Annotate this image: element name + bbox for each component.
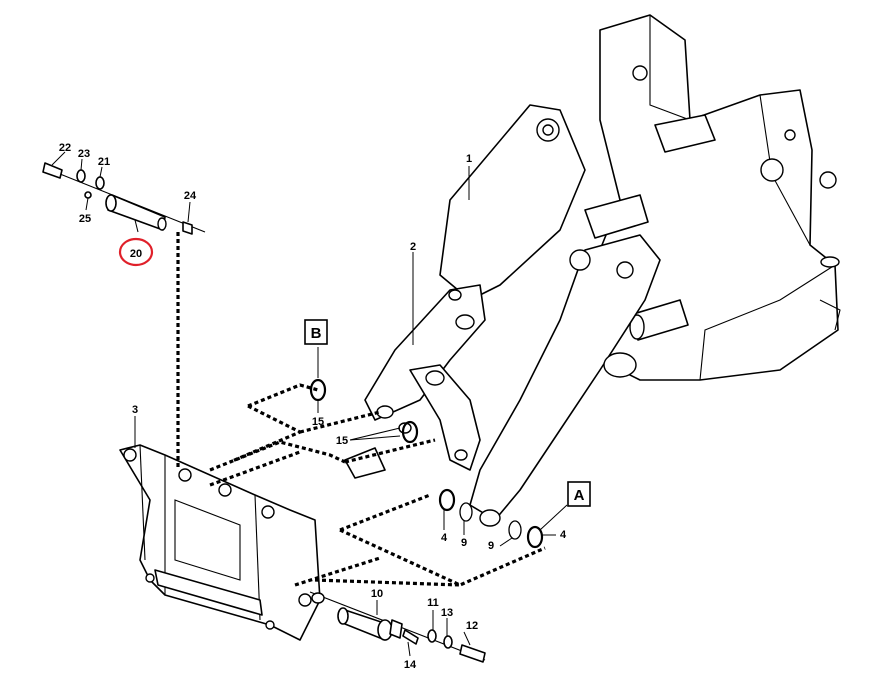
part-label-15-lower: 15	[336, 435, 348, 447]
part-label-12: 12	[466, 620, 478, 632]
part-label-10: 10	[371, 588, 383, 600]
part-label-9-right: 9	[488, 540, 494, 552]
part-label-4-left: 4	[441, 532, 448, 544]
callout-box-a: A	[567, 481, 591, 507]
connection-dashes	[176, 232, 546, 587]
boom-arm-1	[439, 104, 661, 527]
callout-b-text: B	[311, 325, 322, 342]
lift-cylinders	[584, 114, 716, 341]
part-label-15-upper: 15	[312, 416, 324, 428]
pin-assembly-10	[309, 591, 486, 663]
part-label-21: 21	[98, 156, 110, 168]
part-label-23: 23	[78, 148, 90, 160]
quick-coupler	[119, 444, 321, 641]
part-label-4-right: 4	[560, 529, 567, 541]
washer-9-right	[508, 520, 522, 540]
part-label-11: 11	[427, 597, 439, 609]
seal-ring-4-right	[526, 525, 544, 549]
part-label-20: 20	[130, 248, 142, 260]
seal-ring-4-left	[438, 488, 456, 512]
washer-9-left	[459, 502, 473, 522]
part-label-25: 25	[79, 213, 91, 225]
part-label-9-left: 9	[461, 537, 467, 549]
callout-a-text: A	[574, 487, 585, 504]
part-label-13: 13	[441, 607, 453, 619]
seal-ring-15-lower	[401, 420, 419, 444]
part-label-1: 1	[466, 153, 472, 165]
highlight-ring-20	[118, 237, 154, 267]
part-label-3: 3	[132, 404, 138, 416]
part-numbers: 1 2 3 4 4 9 9 10 11 12 13 14 15 15 20 21…	[59, 142, 567, 671]
part-label-2: 2	[410, 241, 416, 253]
loader-frame	[589, 14, 841, 381]
link-arm-2	[364, 284, 486, 471]
part-label-24: 24	[184, 190, 197, 202]
part-label-14: 14	[404, 659, 417, 671]
callout-box-b: B	[304, 319, 328, 345]
part-label-22: 22	[59, 142, 71, 154]
pin-assembly-20	[42, 162, 206, 235]
leader-lines	[51, 151, 568, 657]
